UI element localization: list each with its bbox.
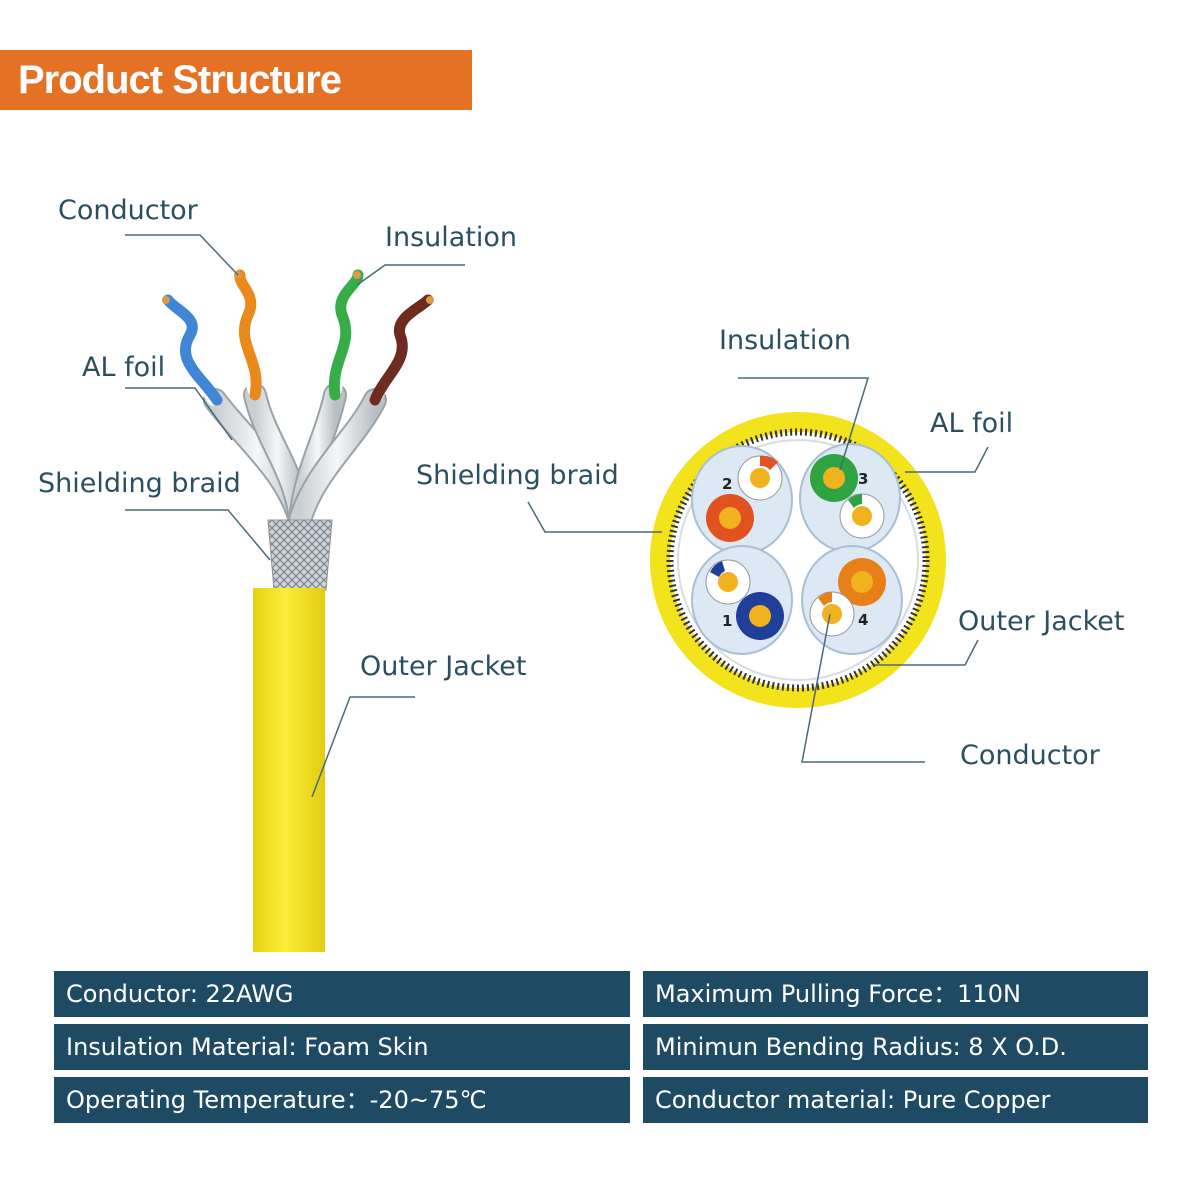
leader-lines <box>125 234 989 798</box>
leader-conductor-left <box>125 234 239 276</box>
label-al-foil-left: AL foil <box>82 352 166 383</box>
label-outer-jacket-left: Outer Jacket <box>360 651 527 682</box>
leader-al-foil-left <box>125 387 233 441</box>
leader-shielding-braid-left <box>125 509 271 561</box>
pair-number-3: 3 <box>858 470 868 488</box>
twisted-pairs-left <box>159 269 436 406</box>
spec-cell-right-1: Maximum Pulling Force：110N <box>643 971 1148 1017</box>
leader-al-foil-right <box>905 446 989 473</box>
pair-2-section <box>691 445 793 555</box>
spec-cell-right-3: Conductor material: Pure Copper <box>643 1077 1148 1123</box>
pair-3-section <box>799 443 901 553</box>
spec-cell-right-2: Minimun Bending Radius: 8 X O.D. <box>643 1024 1148 1070</box>
shielding-braid-left <box>267 519 333 591</box>
leader-insulation-left <box>356 264 465 286</box>
label-conductor-left: Conductor <box>58 195 198 226</box>
outer-jacket-left <box>253 588 325 952</box>
leader-conductor-right <box>801 613 925 763</box>
leader-outer-jacket-left <box>311 696 415 798</box>
cable-structure-diagram: 1 2 3 4 <box>125 234 989 952</box>
leader-shielding-braid-right <box>527 501 662 533</box>
spec-cell-left-3: Operating Temperature：-20~75℃ <box>54 1077 630 1123</box>
pair-number-4: 4 <box>858 611 868 629</box>
label-conductor-right: Conductor <box>960 740 1100 771</box>
pair-4-section <box>801 545 903 655</box>
leader-outer-jacket-right <box>875 639 979 666</box>
pair-1-section <box>691 545 793 655</box>
pair-number-1: 1 <box>722 612 732 630</box>
label-shielding-braid-right: Shielding braid <box>416 460 619 491</box>
conductor-tips-left <box>162 271 434 304</box>
al-foil-left <box>203 383 387 532</box>
pair-number-2: 2 <box>722 475 732 493</box>
spec-cell-left-1: Conductor: 22AWG <box>54 971 630 1017</box>
label-shielding-braid-left: Shielding braid <box>38 468 241 499</box>
cable-cross-section: 1 2 3 4 <box>650 412 946 708</box>
spec-cell-left-2: Insulation Material: Foam Skin <box>54 1024 630 1070</box>
label-insulation-right: Insulation <box>719 325 852 356</box>
cable-side-view <box>159 269 436 952</box>
title-banner: Product Structure Diagram <box>0 50 472 162</box>
label-outer-jacket-right: Outer Jacket <box>958 606 1125 637</box>
leader-insulation-right <box>738 377 870 471</box>
label-insulation-left: Insulation <box>385 222 518 253</box>
label-al-foil-right: AL foil <box>930 408 1014 439</box>
